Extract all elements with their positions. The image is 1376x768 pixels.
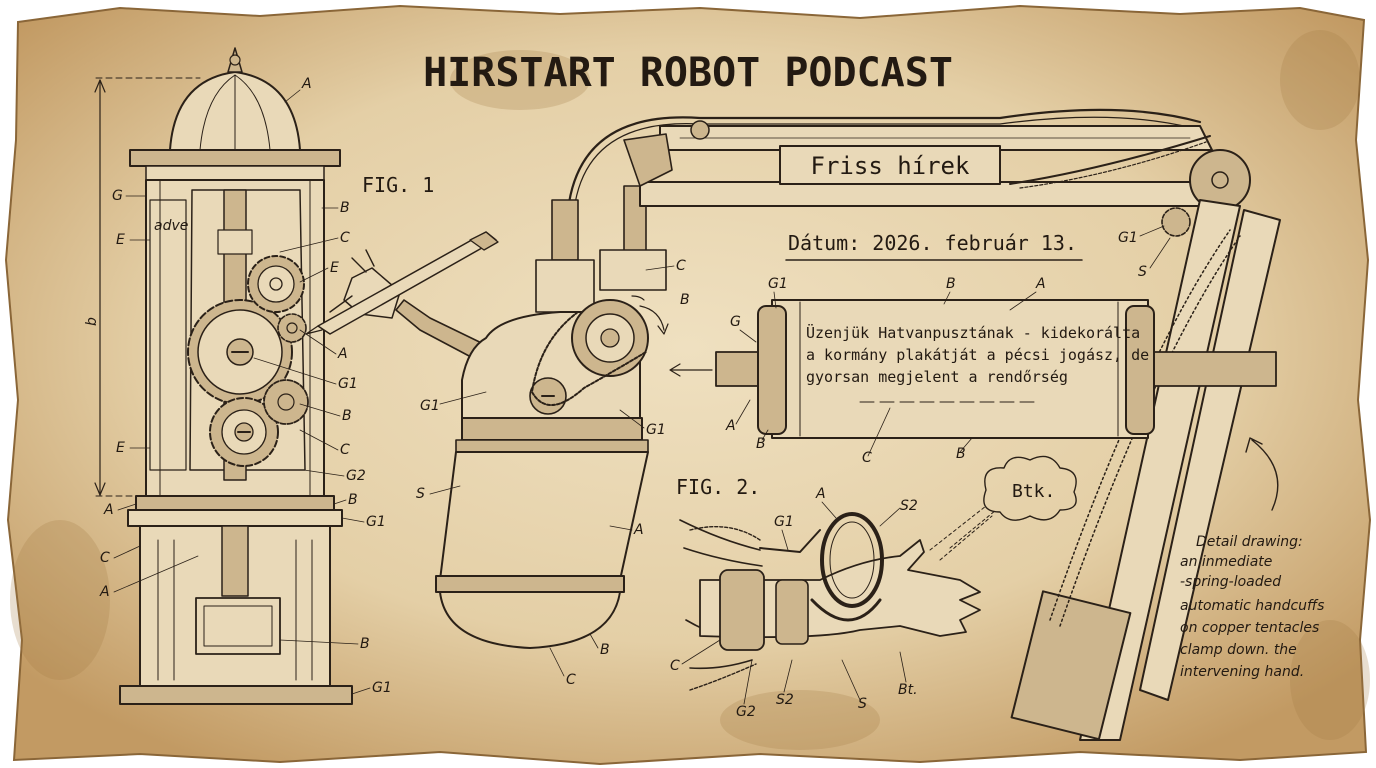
svg-text:A: A: [103, 502, 114, 518]
note-line-7: intervening hand.: [1180, 664, 1304, 680]
svg-text:C: C: [100, 550, 110, 566]
gear-small-right: [277, 313, 307, 343]
svg-text:A: A: [1035, 276, 1046, 292]
svg-text:G1: G1: [768, 276, 788, 292]
fig2-handcuff-drawing: [679, 512, 981, 691]
btk-cloud-text: Btk.: [1012, 481, 1055, 502]
svg-text:A: A: [99, 584, 110, 600]
svg-text:A: A: [337, 346, 348, 362]
note-line-5: on copper tentacles: [1180, 620, 1319, 636]
svg-text:G1: G1: [646, 422, 666, 438]
svg-text:S2: S2: [900, 498, 918, 514]
note-arrow: [1245, 437, 1279, 511]
svg-text:B: B: [340, 200, 350, 216]
arm-labels: G1 S: [1118, 225, 1171, 280]
svg-text:E: E: [116, 232, 125, 248]
fig1-label: FIG. 1: [362, 173, 434, 197]
svg-text:C: C: [566, 672, 576, 688]
svg-text:G1: G1: [1118, 230, 1138, 246]
svg-text:G1: G1: [338, 376, 358, 392]
svg-text:G1: G1: [420, 398, 440, 414]
svg-text:G1: G1: [774, 514, 794, 530]
microphone-labels: C B G1 G1 S A B C: [416, 258, 690, 688]
news-banner-text: Friss hírek: [811, 152, 970, 180]
scroll-line-3: gyorsan megjelent a rendőrség: [806, 368, 1068, 386]
svg-text:B: B: [956, 446, 966, 462]
note-line-3: -spring-loaded: [1180, 574, 1281, 590]
svg-text:G1: G1: [372, 680, 392, 696]
detail-note: Detail drawing: an inmediate -spring-loa…: [1180, 534, 1324, 680]
svg-text:G: G: [730, 314, 741, 330]
note-line-4: automatic handcuffs: [1180, 598, 1324, 614]
news-scroll: [669, 299, 1277, 439]
svg-text:B: B: [360, 636, 370, 652]
gear-large: [187, 299, 293, 405]
svg-text:A: A: [815, 486, 826, 502]
btk-cloud: [929, 455, 1077, 561]
svg-text:B: B: [600, 642, 610, 658]
svg-text:S2: S2: [776, 692, 794, 708]
note-line-1: Detail drawing:: [1196, 534, 1303, 550]
svg-text:B: B: [756, 436, 766, 452]
svg-text:G: G: [112, 188, 123, 204]
svg-text:b: b: [84, 317, 100, 326]
scroll-line-1: Üzenjük Hatvanpusztának - kidekorálta: [806, 323, 1140, 342]
svg-text:A: A: [633, 522, 644, 538]
page-title: HIRSTART ROBOT PODCAST: [423, 50, 953, 96]
svg-text:C: C: [676, 258, 686, 274]
gear-lower: [209, 397, 279, 467]
boom-arm: [623, 120, 1281, 741]
svg-text:C: C: [340, 442, 350, 458]
fig1-kiosk-drawing: adve: [94, 47, 353, 705]
svg-text:B: B: [348, 492, 358, 508]
scroll-labels: G1 B A G A B C B: [725, 276, 1046, 466]
paper-stains: [10, 30, 1370, 750]
svg-text:A: A: [725, 418, 736, 434]
gear-lower-right: [263, 379, 309, 425]
note-line-6: clamp down. the: [1180, 642, 1297, 658]
svg-text:Bt.: Bt.: [898, 682, 918, 698]
svg-text:G1: G1: [366, 514, 386, 530]
svg-text:C: C: [670, 658, 680, 674]
note-line-2: an inmediate: [1180, 554, 1272, 570]
svg-text:adve: adve: [154, 218, 188, 234]
scroll-line-2: a kormány plakátját a pécsi jogász, de: [806, 346, 1149, 364]
gear-upper: [247, 255, 305, 313]
svg-text:B: B: [342, 408, 352, 424]
robot-hand-with-pen: [305, 231, 499, 367]
fig1-labels: A G B E C E A G1 B C G2 B G1 A C A B G1 …: [84, 76, 392, 696]
svg-text:E: E: [330, 260, 339, 276]
svg-text:C: C: [340, 230, 350, 246]
svg-text:E: E: [116, 440, 125, 456]
svg-text:G2: G2: [736, 704, 756, 720]
svg-text:S: S: [1138, 264, 1147, 280]
date-text: Dátum: 2026. február 13.: [788, 231, 1077, 255]
svg-text:C: C: [862, 450, 872, 466]
svg-text:A: A: [301, 76, 312, 92]
news-banner-plate: [779, 145, 1001, 185]
svg-text:G2: G2: [346, 468, 366, 484]
svg-text:B: B: [946, 276, 956, 292]
fig2-labels: A S2 G1 C G2 S2 S Bt.: [670, 486, 918, 720]
svg-text:S: S: [416, 486, 425, 502]
microphone-drawing: [435, 108, 1202, 649]
svg-text:B: B: [680, 292, 690, 308]
svg-text:S: S: [858, 696, 867, 712]
fig2-label: FIG. 2.: [676, 475, 760, 499]
